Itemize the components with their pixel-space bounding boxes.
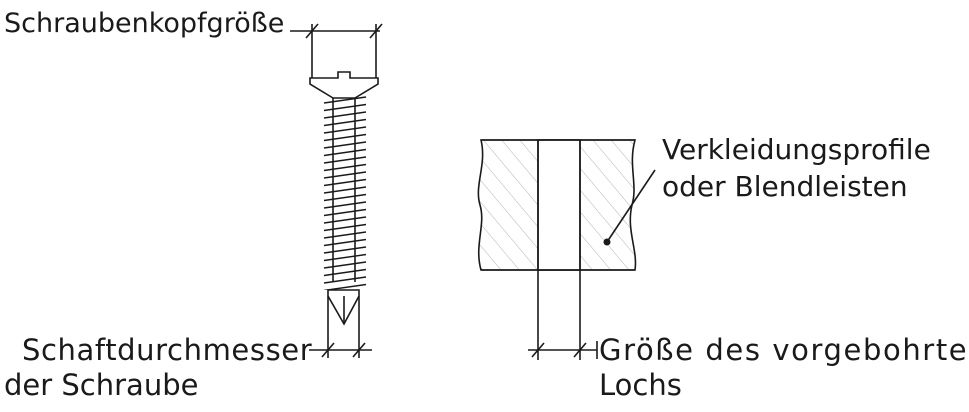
thread-crest [323,186,367,194]
thread-crest [323,238,367,247]
thread-crest [323,171,367,179]
thread-crest [323,253,367,262]
thread-crest [323,148,367,157]
thread-crest [323,156,367,164]
shank-diameter-label-line2: der Schraube [4,368,199,402]
thread-crest [323,201,367,209]
thread-crest [323,223,367,232]
thread-crest [323,276,367,284]
thread-crest [323,96,367,104]
trim-label-line1: Verkleidungsprofile [662,133,931,166]
screw [309,71,379,326]
trim-label-line2: oder Blendleisten [662,170,908,203]
thread-crest [323,231,367,239]
thread-crest [323,133,367,142]
trim-profile-section [477,139,637,271]
thread-crest [323,178,367,187]
thread-crest [323,193,367,202]
thread-crest [323,103,367,112]
thread-crest [323,268,367,277]
thread-crest [323,246,367,254]
head-size-dimension [290,23,383,78]
pilot-hole-label-line2: Lochs [599,368,682,402]
thread-crest [323,141,367,149]
thread-crest [323,216,367,224]
thread-crest [323,163,367,172]
thread-crest [323,126,367,134]
thread-crest [323,111,367,119]
trim-leader [603,169,656,246]
thread-crest [323,118,367,127]
shank-diameter-dimension [309,296,372,358]
shank-diameter-label-line1: Schaftdurchmesser [22,333,313,367]
thread-crest [323,208,367,217]
pilot-hole-dimension [528,270,598,360]
pilot-hole-label-line1: Größe des vorgebohrten [599,333,969,367]
screw-head-size-label: Schraubenkopfgröße [4,8,285,39]
screw-threads [323,96,367,290]
thread-crest [323,261,367,269]
